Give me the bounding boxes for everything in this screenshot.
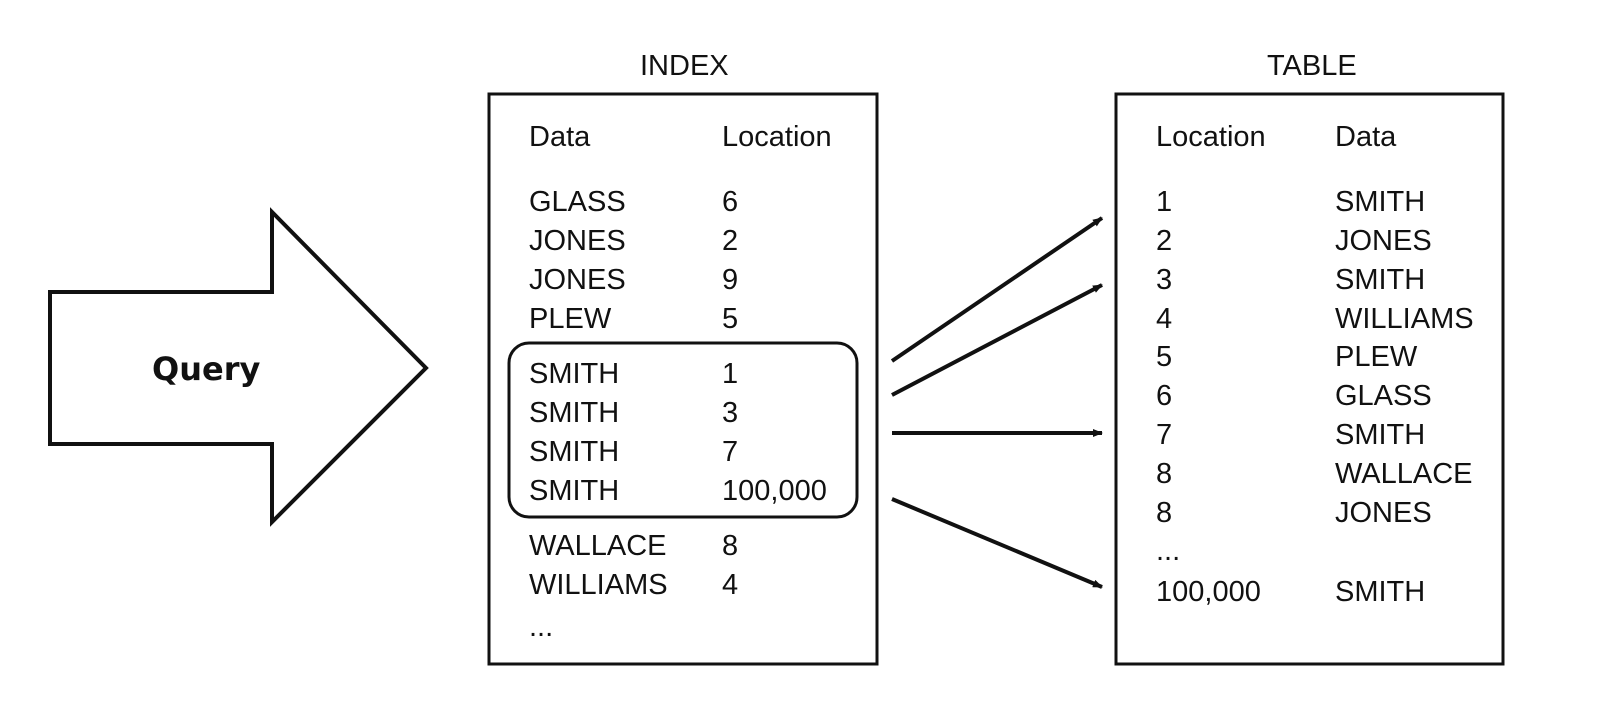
index-highlight-row-data: SMITH <box>529 397 619 429</box>
table-row-data: SMITH <box>1335 186 1425 218</box>
index-highlight-row-data: SMITH <box>529 475 619 507</box>
table-title: TABLE <box>1267 50 1357 82</box>
table-box <box>1114 92 1505 666</box>
index-row-data: JONES <box>529 225 626 257</box>
table-row-data: GLASS <box>1335 380 1432 412</box>
table-row-location: 6 <box>1156 380 1172 412</box>
query-label: Query <box>152 350 260 388</box>
index-header-location: Location <box>722 121 832 153</box>
table-row-location: 3 <box>1156 264 1172 296</box>
table-ellipsis: ... <box>1156 535 1180 567</box>
table-row-location: 4 <box>1156 303 1172 335</box>
index-highlight-row-location: 100,000 <box>722 475 827 507</box>
pointer-arrow-smith-1 <box>890 216 1104 363</box>
table-row-location: 2 <box>1156 225 1172 257</box>
table-row-data: JONES <box>1335 497 1432 529</box>
table-header-location: Location <box>1156 121 1266 153</box>
index-header-data: Data <box>529 121 591 153</box>
table-row-data: SMITH <box>1335 264 1425 296</box>
table-row-location: 8 <box>1156 458 1172 490</box>
index-title: INDEX <box>640 50 729 82</box>
table-last-row-data: SMITH <box>1335 576 1425 608</box>
table-last-row-location: 100,000 <box>1156 576 1261 608</box>
pointer-arrow-smith-3 <box>891 283 1103 397</box>
table-row-data: SMITH <box>1335 419 1425 451</box>
index-ellipsis: ... <box>529 611 553 643</box>
table-row-location: 8 <box>1156 497 1172 529</box>
index-row-data: GLASS <box>529 186 626 218</box>
index-highlight-row-data: SMITH <box>529 358 619 390</box>
index-highlight-row-data: SMITH <box>529 436 619 468</box>
index-row-location: 6 <box>722 186 738 218</box>
index-row-location: 2 <box>722 225 738 257</box>
table-row-data: WILLIAMS <box>1335 303 1474 335</box>
index-highlight-row-location: 7 <box>722 436 738 468</box>
index-row-data: WALLACE <box>529 530 667 562</box>
index-row-location: 9 <box>722 264 738 296</box>
table-row-data: PLEW <box>1335 341 1418 373</box>
index-row-location: 4 <box>722 569 738 601</box>
index-highlight-row-location: 3 <box>722 397 738 429</box>
index-box <box>487 92 879 666</box>
table-row-data: JONES <box>1335 225 1432 257</box>
table-row-location: 5 <box>1156 341 1172 373</box>
table-row-location: 1 <box>1156 186 1172 218</box>
query-arrow-shape <box>48 207 429 527</box>
pointer-arrow-smith-100000 <box>891 497 1103 589</box>
table-row-data: WALLACE <box>1335 458 1473 490</box>
index-highlight-row-location: 1 <box>722 358 738 390</box>
index-row-data: WILLIAMS <box>529 569 668 601</box>
index-row-location: 5 <box>722 303 738 335</box>
index-row-data: PLEW <box>529 303 612 335</box>
table-header-data: Data <box>1335 121 1397 153</box>
index-row-data: JONES <box>529 264 626 296</box>
index-row-location: 8 <box>722 530 738 562</box>
table-row-location: 7 <box>1156 419 1172 451</box>
index-highlight-group <box>507 341 859 519</box>
